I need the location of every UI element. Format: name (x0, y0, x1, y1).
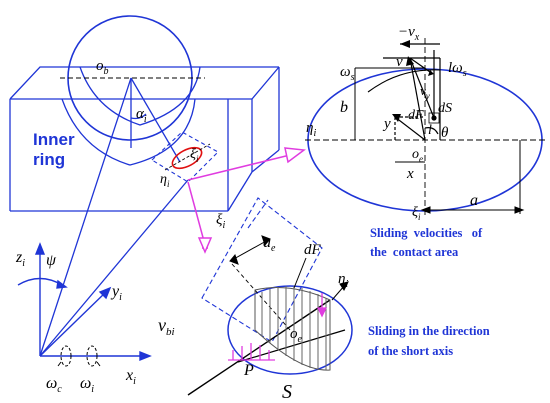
projection-lines (39, 77, 189, 357)
label-y-i: yi (110, 283, 122, 303)
label-theta: θ (441, 125, 449, 141)
axes (17, 242, 152, 362)
contact-ellipse-frame (151, 131, 219, 183)
bottom-arrows (229, 235, 349, 301)
short-axis-ellipse (187, 263, 353, 396)
short-axis-frame (201, 197, 323, 343)
label-v-y: vy (420, 83, 430, 101)
inner-ring-label-line1: Inner (33, 130, 75, 149)
label-y: y (382, 116, 391, 132)
label-oe-bottom: oe (290, 326, 303, 345)
label-eta-i-bottom: ηi (338, 271, 348, 290)
label-ob: ob (96, 58, 109, 77)
magenta-velocity-lines (228, 293, 328, 361)
label-l-omega-s: lωs (448, 60, 467, 79)
label-xi-i-small: ξi (190, 147, 199, 164)
label-z-i: zi (15, 249, 25, 269)
omega-s-arc (367, 69, 441, 93)
label-x: x (406, 166, 414, 182)
velocity-arrowheads (392, 40, 434, 122)
contact-angle-lines (130, 77, 181, 163)
label-P: P (243, 362, 254, 379)
magenta-connectors (187, 147, 306, 254)
label-minus-vx: −vx (398, 24, 420, 43)
label-dF-bottom: dF (304, 242, 322, 258)
label-oe-right: oe (412, 147, 423, 164)
label-S: S (282, 381, 292, 403)
label-xi-i-right: ξi (412, 205, 421, 222)
caption-sliding-velocities-line1: Sliding velocities of (370, 226, 483, 240)
label-v-bi: vbi (158, 315, 175, 338)
label-a-right: a (470, 192, 478, 209)
velocity-distribution-hatch (254, 286, 331, 371)
label-alpha-i: αi (136, 106, 147, 125)
label-eta-i-small: ηi (160, 172, 170, 189)
dimension-lines-right (354, 67, 525, 214)
ball (60, 15, 205, 141)
label-b: b (340, 99, 348, 116)
label-xi-i-bottom: ξi (216, 212, 225, 231)
label-omega-s: ωs (340, 64, 355, 83)
caption-sliding-velocities-line2: the contact area (370, 245, 459, 259)
label-dS: dS (438, 101, 452, 116)
label-dF-top: dF (408, 108, 424, 123)
label-omega-c: ωc (46, 375, 62, 395)
inner-ring-block (9, 66, 280, 212)
label-eta-i-right: ηi (306, 120, 316, 139)
label-x-i: xi (125, 367, 136, 387)
label-omega-i: ωi (80, 375, 94, 395)
label-l: l (428, 123, 432, 138)
inner-ring-label-line2: ring (33, 150, 65, 169)
rotation-symbols (57, 345, 101, 367)
label-psi: ψ (46, 252, 57, 269)
label-v: v (396, 54, 403, 70)
caption-short-axis-line1: Sliding in the direction (368, 324, 490, 338)
label-a-bottom: ae (263, 234, 276, 254)
caption-short-axis-line2: of the short axis (368, 344, 453, 358)
dS-point (428, 112, 440, 124)
